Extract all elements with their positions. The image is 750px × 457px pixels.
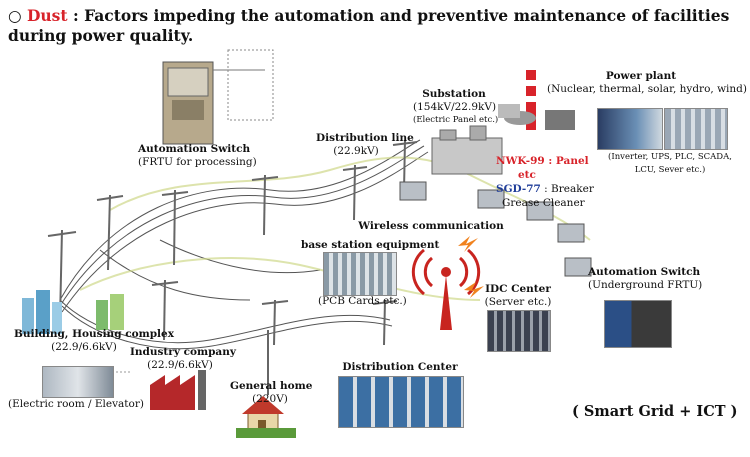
distribution-center-photo bbox=[338, 376, 464, 428]
label-wireless-communication: Wireless communication bbox=[358, 220, 504, 232]
label-distribution-center: Distribution Center bbox=[342, 361, 458, 373]
label-products: NWK-99 : Panel etc SGD-77 : Breaker Grea… bbox=[496, 154, 600, 210]
title-symbol: ○ bbox=[8, 7, 22, 25]
house-icon bbox=[236, 396, 296, 438]
electric-room-photo bbox=[42, 366, 114, 398]
label-substation: Substation (154kV/22.9kV) (Electric Pane… bbox=[413, 88, 499, 125]
label-automation-switch-top: Automation Switch (FRTU for processing) bbox=[138, 143, 257, 168]
footer-smart-grid: ( Smart Grid + ICT ) bbox=[572, 403, 738, 420]
title-text: : Factors impeding the automation and pr… bbox=[8, 6, 730, 45]
product-sgd77: SGD-77 bbox=[496, 183, 541, 195]
label-power-plant-equipment: (Inverter, UPS, PLC, SCADA, LCU, Sever e… bbox=[608, 152, 732, 175]
label-industry-company: Industry company (22.9/6.6kV) bbox=[130, 346, 236, 371]
title-keyword: Dust bbox=[26, 6, 68, 25]
base-station-photo bbox=[323, 252, 397, 296]
buildings-illustration bbox=[22, 290, 124, 334]
power-plant-cabinet-photo bbox=[664, 108, 728, 150]
label-building: Building, Housing complex (22.9/6.6kV) bbox=[14, 328, 174, 353]
label-idc-center: IDC Center (Server etc.) bbox=[484, 283, 552, 308]
power-plant-illustration bbox=[498, 70, 575, 130]
diagram-title: ○ Dust : Factors impeding the automation… bbox=[8, 6, 748, 45]
idc-server-photo bbox=[487, 310, 551, 352]
label-automation-switch-bottom: Automation Switch (Underground FRTU) bbox=[588, 266, 703, 291]
label-general-home: General home (220V) bbox=[230, 380, 313, 405]
label-building-note: (Electric room / Elevator) bbox=[8, 398, 144, 410]
substation-equipment bbox=[431, 125, 503, 175]
factory-icon bbox=[150, 370, 206, 410]
label-distribution-line: Distribution line (22.9kV) bbox=[316, 132, 414, 157]
product-nwk99: NWK-99 : Panel bbox=[496, 155, 589, 167]
label-base-station-sub: (PCB Cards etc.) bbox=[318, 295, 407, 307]
underground-frtu-photo bbox=[604, 300, 672, 348]
equipment-boxes bbox=[399, 181, 592, 277]
power-plant-control-photo bbox=[597, 108, 663, 150]
label-power-plant: Power plant (Nuclear, thermal, solar, hy… bbox=[547, 70, 747, 95]
label-base-station: base station equipment bbox=[301, 239, 440, 251]
automation-switch-panel bbox=[162, 49, 274, 145]
lightning-bolt-icons bbox=[458, 236, 484, 298]
